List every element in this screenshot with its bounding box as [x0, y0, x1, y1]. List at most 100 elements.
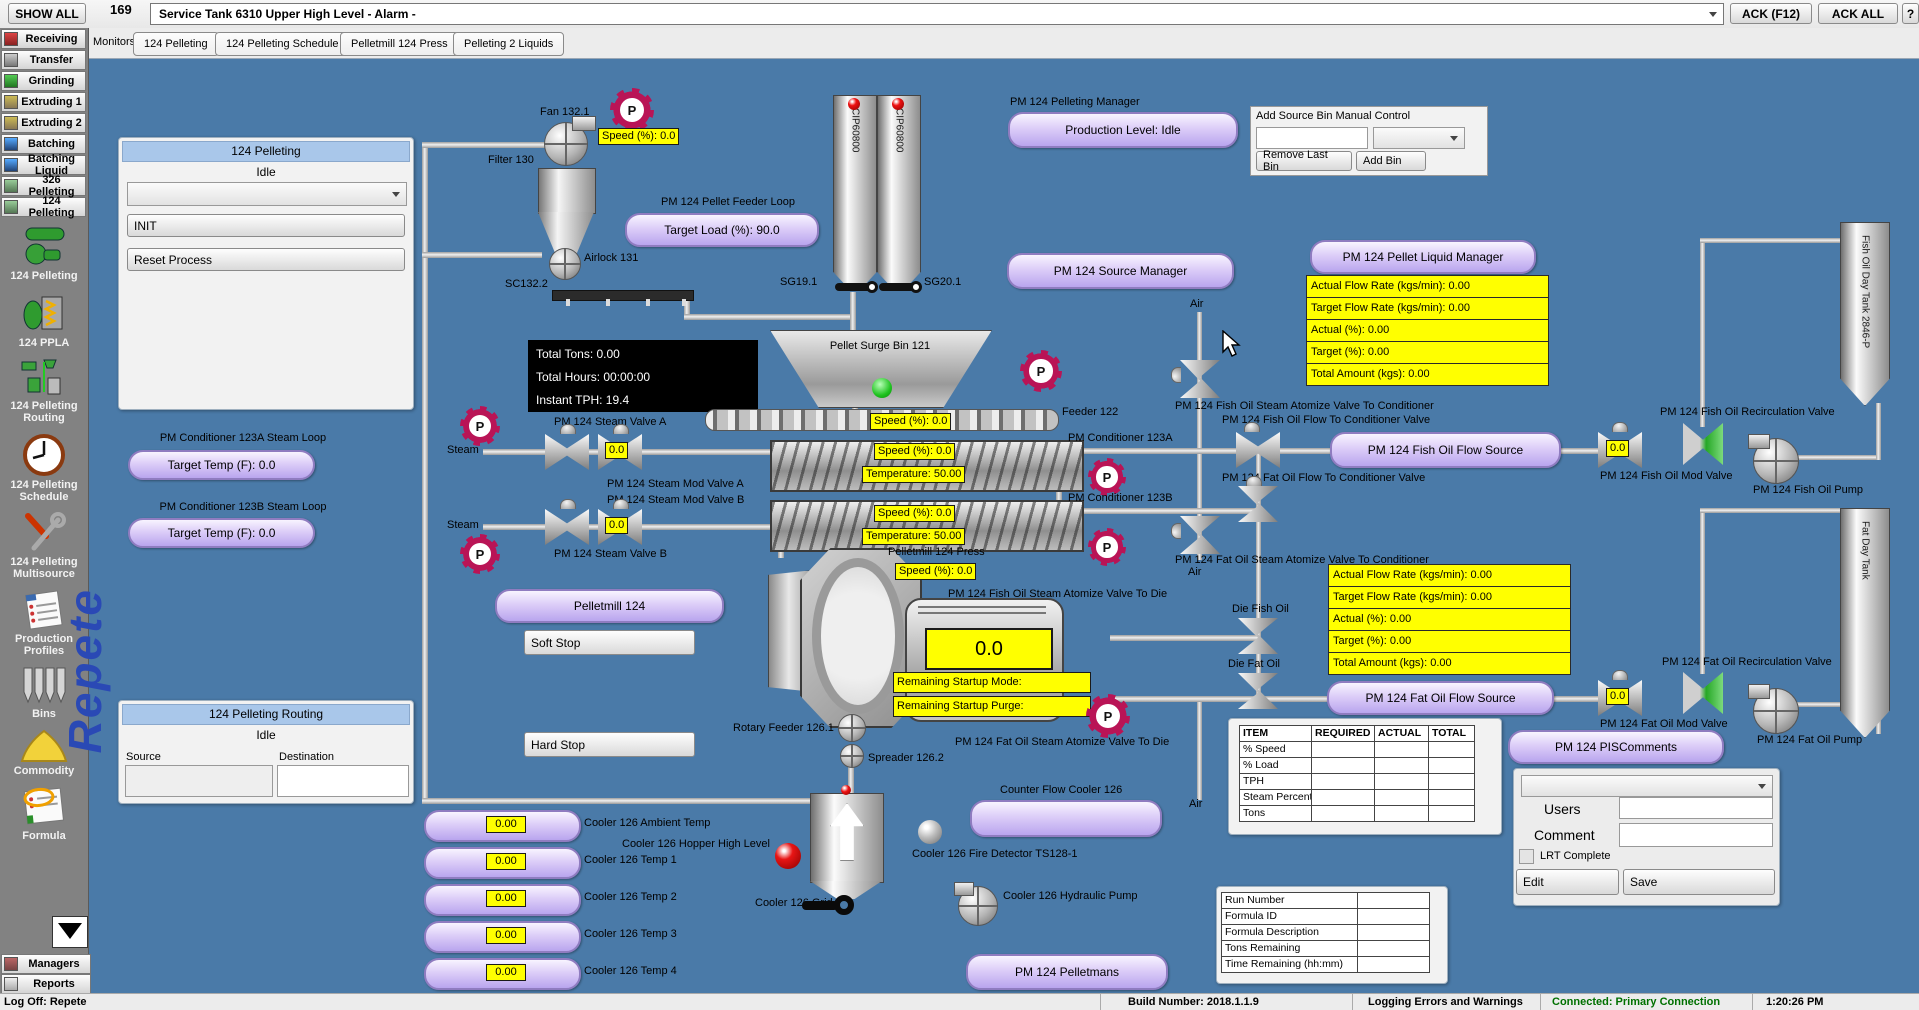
fan-scroll [572, 116, 596, 131]
steam-loop-a-pill[interactable]: Target Temp (F): 0.0 [128, 450, 315, 480]
die-fish-oil-label: Die Fish Oil [1232, 603, 1289, 615]
log-off-label[interactable]: Log Off: Repete [4, 996, 87, 1008]
mill-die-ring[interactable] [812, 558, 904, 714]
valve-actuator [613, 499, 629, 509]
divider [1100, 994, 1101, 1010]
target-load-pill[interactable]: Target Load (%): 90.0 [625, 213, 819, 247]
ack-button[interactable]: ACK (F12) [1730, 3, 1812, 24]
fish-oil-flow-source-pill[interactable]: PM 124 Fish Oil Flow Source [1330, 432, 1561, 468]
reset-process-button[interactable]: Reset Process [127, 248, 405, 271]
shortcut-formula[interactable]: Formula [0, 784, 88, 842]
chevron-down-icon [1758, 784, 1766, 789]
shortcut-124-pelleting-schedule[interactable]: 124 Pelleting Schedule [0, 431, 88, 503]
pellet-liquid-manager-pill[interactable]: PM 124 Pellet Liquid Manager [1310, 240, 1536, 274]
spreader-icon[interactable] [840, 744, 864, 768]
auto-gear-icon[interactable]: P [1020, 350, 1062, 392]
add-bin-input[interactable] [1256, 127, 1368, 149]
filter-label: Filter 130 [488, 154, 534, 166]
auto-gear-icon[interactable]: P [460, 534, 500, 574]
silo-1[interactable]: CIP60800 [833, 95, 877, 285]
mode-select[interactable] [127, 182, 407, 206]
help-button[interactable]: ? [1902, 3, 1919, 24]
auto-gear-icon[interactable]: P [610, 88, 654, 132]
shortcut-124-pelleting-routing[interactable]: 124 Pelleting Routing [0, 356, 88, 424]
cooler-temp-pill[interactable]: 0.00 [424, 847, 581, 879]
ack-all-button[interactable]: ACK ALL [1818, 3, 1898, 24]
add-bin-button[interactable]: Add Bin [1356, 151, 1426, 171]
source-manager-pill[interactable]: PM 124 Source Manager [1007, 253, 1234, 289]
silo-1-alarm-light [848, 98, 860, 110]
total-hours: Total Hours: 00:00:00 [536, 370, 651, 384]
add-bin-select[interactable] [1373, 127, 1465, 149]
pipe [850, 292, 856, 334]
steam-loop-b-pill[interactable]: Target Temp (F): 0.0 [128, 518, 315, 548]
sidebar-item-extruding-1[interactable]: Extruding 1 [1, 92, 86, 112]
tab-124-pelleting[interactable]: 124 Pelleting [133, 32, 219, 56]
sidebar-item-transfer[interactable]: Transfer [1, 50, 86, 70]
pelletmans-pill[interactable]: PM 124 Pelletmans [966, 954, 1168, 990]
scroll-more-box[interactable] [52, 916, 88, 948]
hard-stop-button[interactable]: Hard Stop [524, 732, 695, 757]
counter-flow-cooler-pill[interactable] [970, 800, 1162, 837]
fish-oil-day-tank[interactable]: Fish Oil Day Tank 2846-P [1840, 222, 1890, 406]
save-button[interactable]: Save [1623, 869, 1775, 895]
soft-stop-button[interactable]: Soft Stop [524, 630, 695, 655]
shortcut-124-pelleting-multisource[interactable]: 124 Pelleting Multisource [0, 510, 88, 580]
remove-last-bin-button[interactable]: Remove Last Bin [1256, 149, 1352, 173]
cooler-temp-pill[interactable]: 0.00 [424, 810, 581, 842]
sidebar-item-extruding-2[interactable]: Extruding 2 [1, 113, 86, 133]
shortcut-124-pelleting[interactable]: 124 Pelleting [0, 224, 88, 282]
sidebar-item-managers[interactable]: Managers [1, 954, 91, 974]
silo-2[interactable]: CIP60800 [877, 95, 921, 285]
tab-124-pelleting-schedule[interactable]: 124 Pelleting Schedule [215, 32, 350, 56]
auto-gear-icon[interactable]: P [1088, 458, 1126, 496]
tab-pelleting-2-liquids[interactable]: Pelleting 2 Liquids [453, 32, 565, 56]
source-input[interactable] [125, 765, 273, 797]
bins-icon [23, 667, 66, 704]
cooler-grid-handle[interactable] [802, 901, 838, 910]
lrt-complete-checkbox[interactable] [1519, 849, 1534, 864]
sidebar-item-batching[interactable]: Batching [1, 134, 86, 154]
alarm-dropdown[interactable]: Service Tank 6310 Upper High Level - Ala… [150, 3, 1724, 25]
sidebar-item-receiving[interactable]: Receiving [1, 29, 86, 49]
auto-gear-icon[interactable]: P [460, 406, 500, 446]
cooler-temp-pill[interactable]: 0.00 [424, 921, 581, 953]
cooler-temp-pill[interactable]: 0.00 [424, 884, 581, 916]
show-all-button[interactable]: SHOW ALL [8, 3, 86, 24]
production-level-pill[interactable]: Production Level: Idle [1008, 112, 1238, 148]
slide-gate-2[interactable] [879, 283, 919, 291]
tab-pelletmill-124-press[interactable]: Pelletmill 124 Press [340, 32, 459, 56]
rotary-feeder-icon[interactable] [838, 714, 866, 742]
airlock-icon[interactable] [549, 248, 581, 280]
managers-icon [4, 957, 18, 971]
slide-gate-1[interactable] [835, 283, 875, 291]
sidebar-item-grinding[interactable]: Grinding [1, 71, 86, 91]
shortcut-124-ppla[interactable]: 124 PPLA [0, 289, 88, 349]
drag-conveyor[interactable] [552, 290, 694, 301]
air-pipe [1197, 312, 1202, 560]
cell [1357, 940, 1430, 957]
piscomments-pill[interactable]: PM 124 PISComments [1508, 730, 1724, 764]
pelletmill-124-pill[interactable]: Pelletmill 124 [495, 589, 724, 623]
fat-day-tank[interactable]: Fat Day Tank [1840, 508, 1890, 738]
sidebar-item-326-pelleting[interactable]: 326 Pelleting [1, 174, 86, 198]
shortcut-production-profiles[interactable]: Production Profiles [0, 587, 88, 657]
init-button[interactable]: INIT [127, 214, 405, 237]
shortcut-commodity[interactable]: Commodity [0, 727, 88, 777]
sidebar-item-batching-liquid[interactable]: Batching Liquid [1, 153, 86, 177]
edit-button[interactable]: Edit [1516, 869, 1619, 895]
fish-flow-valve-label: PM 124 Fish Oil Flow To Conditioner Valv… [1222, 414, 1431, 426]
comment-input[interactable] [1619, 823, 1773, 847]
users-input[interactable] [1619, 797, 1773, 819]
sidebar-item-reports[interactable]: Reports [1, 974, 91, 994]
auto-gear-icon[interactable]: P [1088, 528, 1126, 566]
sidebar-item-124-pelleting[interactable]: 124 Pelleting [1, 195, 86, 219]
filter-body[interactable] [538, 168, 596, 214]
destination-input[interactable] [277, 765, 409, 797]
comments-select[interactable] [1521, 775, 1773, 797]
fat-oil-flow-source-pill[interactable]: PM 124 Fat Oil Flow Source [1327, 681, 1554, 715]
shortcut-bins[interactable]: Bins [0, 664, 88, 720]
valve-actuator [1171, 367, 1181, 383]
auto-gear-icon[interactable]: P [1086, 694, 1130, 738]
cooler-temp-pill[interactable]: 0.00 [424, 958, 581, 990]
